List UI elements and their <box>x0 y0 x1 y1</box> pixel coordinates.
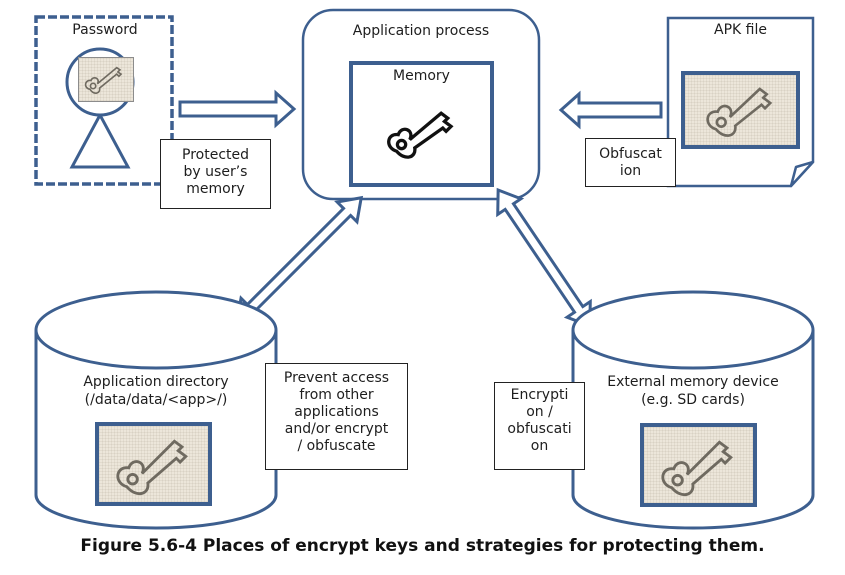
note-line: and/or encrypt <box>284 421 389 437</box>
note-line: applications <box>294 404 379 420</box>
note-line: on <box>530 438 549 454</box>
app-directory-key-frame <box>95 422 212 506</box>
note-line: obfuscati <box>507 421 572 437</box>
arrow-password-to-process <box>178 89 297 129</box>
note-password: Protected by user’s memory <box>160 139 271 209</box>
note-line: by user’s <box>183 164 248 180</box>
memory-key <box>378 100 468 166</box>
external-memory-title-line2: (e.g. SD cards) <box>641 392 745 408</box>
arrow-apk-to-process <box>558 90 663 130</box>
password-dashed-box <box>34 15 174 186</box>
note-line: ion <box>619 163 642 179</box>
key-icon <box>84 66 123 94</box>
apk-file-dogear <box>789 160 815 188</box>
note-external-memory: Encrypti on / obfuscati on <box>494 382 585 470</box>
app-directory-title-line1: Application directory <box>83 374 229 390</box>
arrow-process-external-memory <box>496 187 592 329</box>
key-icon <box>661 440 733 497</box>
key-icon <box>116 439 188 496</box>
note-line: on / <box>526 404 553 420</box>
apk-file-title: APK file <box>714 22 767 38</box>
note-app-directory: Prevent access from other applications a… <box>265 363 408 470</box>
note-line: from other <box>299 387 374 403</box>
password-key-frame <box>78 57 134 102</box>
note-line: Encrypti <box>510 387 569 403</box>
key-icon <box>706 87 773 137</box>
figure-caption: Figure 5.6-4 Places of encrypt keys and … <box>80 536 765 556</box>
app-process-title: Application process <box>352 23 490 39</box>
apk-key-frame <box>681 71 800 149</box>
note-line: Prevent access <box>283 370 390 386</box>
app-directory-title-line2: (/data/data/<app>/) <box>84 392 228 408</box>
password-title: Password <box>72 22 138 38</box>
external-memory-title-line1: External memory device <box>607 374 779 390</box>
note-line: memory <box>186 181 245 197</box>
key-icon <box>387 111 454 159</box>
note-line: Obfuscat <box>599 146 662 162</box>
memory-box <box>349 61 494 187</box>
note-line: / obfuscate <box>297 438 376 454</box>
note-line: Protected <box>182 147 249 163</box>
note-apk: Obfuscat ion <box>585 138 676 187</box>
external-memory-key-frame <box>640 423 757 507</box>
memory-title: Memory <box>393 68 450 84</box>
